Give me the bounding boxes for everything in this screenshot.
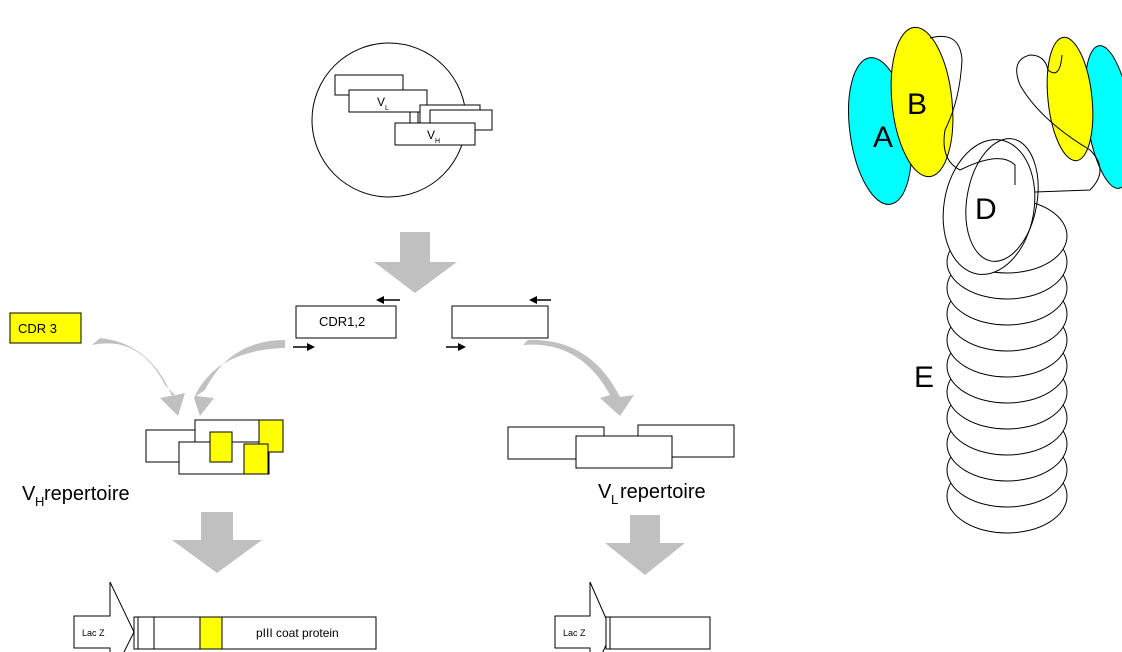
vl-repertoire-v: V <box>598 481 612 503</box>
piii-label: pIII coat protein <box>256 626 339 640</box>
vh-gene-subscript: H <box>435 138 440 145</box>
vl-gene-subscript: L <box>385 105 389 112</box>
lacz-promoter-arrow-icon <box>554 581 613 652</box>
down-arrow-icon <box>172 512 262 573</box>
vl-primer-box <box>451 305 549 339</box>
antibody-gene-circle: V L V H <box>311 42 493 198</box>
vh-repertoire-subscript: H <box>35 494 44 509</box>
primer-arrow-icon <box>293 296 400 351</box>
cdr12-label: CDR1,2 <box>319 314 365 329</box>
vl-gene-label: V <box>377 95 385 109</box>
domain-b-label: B <box>907 88 927 121</box>
cdr3-box <box>9 312 82 344</box>
down-arrow-icon <box>605 515 685 575</box>
vh-gene-label: V <box>427 128 435 142</box>
cdr12-box <box>295 305 397 339</box>
vl-repertoire-label: repertoire <box>620 481 706 503</box>
phage-structure <box>848 26 1122 534</box>
vh-repertoire-boxes <box>145 419 284 475</box>
domain-e-label: E <box>914 361 934 394</box>
vl-repertoire-boxes <box>507 424 735 469</box>
piii-construct <box>133 616 377 650</box>
lacz-promoter-arrow-icon <box>73 581 135 652</box>
cdr3-label: CDR 3 <box>18 321 57 336</box>
vh-repertoire-v: V <box>22 483 36 505</box>
vl-repertoire-subscript: L <box>611 492 618 507</box>
lacz-left-label: Lac Z <box>82 628 105 638</box>
domain-d-label: D <box>975 193 997 226</box>
primer-arrow-icon <box>446 296 551 351</box>
domain-a-label: A <box>873 121 893 154</box>
lacz-right-label: Lac Z <box>563 628 586 638</box>
curved-arrow-icon <box>92 338 634 416</box>
down-arrow-icon <box>374 232 457 293</box>
cdr3-insert <box>199 616 223 650</box>
vl-construct <box>605 616 711 650</box>
vh-repertoire-label: repertoire <box>44 483 130 505</box>
